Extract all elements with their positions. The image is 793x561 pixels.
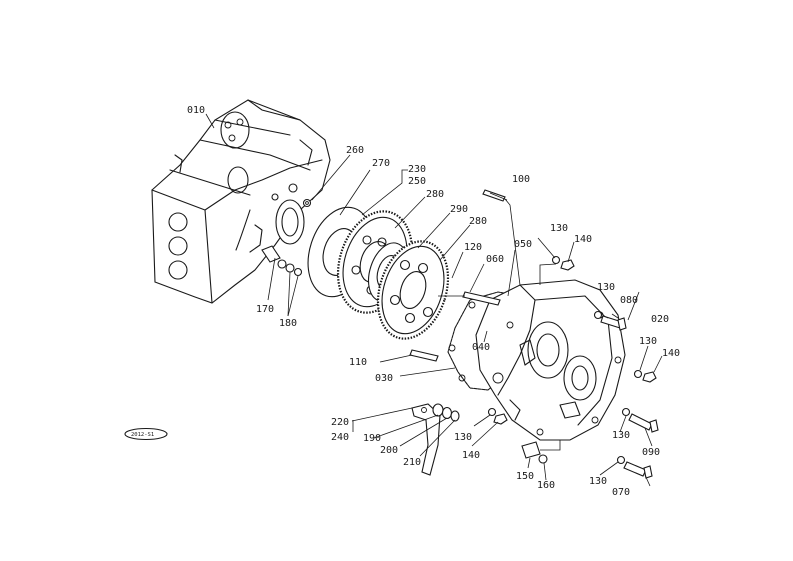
label-280-top: 280 (426, 189, 444, 200)
label-030: 030 (375, 373, 393, 384)
label-250: 250 (408, 176, 426, 187)
label-270: 270 (372, 158, 390, 169)
nut-group-right (633, 369, 657, 383)
nut-group-top (539, 255, 575, 285)
label-170: 170 (256, 304, 274, 315)
label-010: 010 (187, 105, 205, 116)
stud-100 (482, 189, 521, 286)
label-180: 180 (279, 318, 297, 329)
label-190: 190 (363, 433, 381, 444)
leader-lines (205, 113, 663, 487)
bolt-080 (593, 310, 627, 331)
label-140-right: 140 (662, 348, 680, 359)
shaft-parts-170-180 (261, 245, 303, 277)
label-200: 200 (380, 445, 398, 456)
label-260: 260 (346, 145, 364, 156)
label-230: 230 (408, 164, 426, 175)
label-130-lower: 130 (454, 432, 472, 443)
label-050: 050 (514, 239, 532, 250)
label-240: 240 (331, 432, 349, 443)
label-130-bottom: 130 (612, 430, 630, 441)
part-260 (302, 198, 312, 208)
label-150: 150 (516, 471, 534, 482)
label-020: 020 (651, 314, 669, 325)
label-060: 060 (486, 254, 504, 265)
diagram-stamp: 2012-S1 (124, 427, 168, 441)
stud-060 (462, 291, 501, 306)
label-120: 120 (464, 242, 482, 253)
label-130-far: 130 (589, 476, 607, 487)
label-080: 080 (620, 295, 638, 306)
label-220: 220 (331, 417, 349, 428)
label-280: 280 (469, 216, 487, 227)
label-040: 040 (472, 342, 490, 353)
bolt-090 (621, 407, 659, 433)
label-140-lower: 140 (462, 450, 480, 461)
clutch-housing-020 (475, 279, 626, 441)
nut-group-lower (487, 407, 508, 425)
stamp-text: 2012-S1 (131, 432, 154, 438)
label-140-top: 140 (574, 234, 592, 245)
stud-110 (409, 349, 439, 362)
label-070: 070 (612, 487, 630, 498)
label-110: 110 (349, 357, 367, 368)
label-090: 090 (642, 447, 660, 458)
washers-190-200 (432, 403, 460, 422)
bolt-070 (616, 455, 653, 479)
label-160: 160 (537, 480, 555, 491)
label-210: 210 (403, 457, 421, 468)
label-130-top: 130 (550, 223, 568, 234)
label-100: 100 (512, 174, 530, 185)
label-290: 290 (450, 204, 468, 215)
clutch-disc-280 (376, 240, 450, 340)
plug-150-160 (521, 440, 561, 464)
engine-block (151, 99, 331, 304)
label-130-right: 130 (597, 282, 615, 293)
part-labels: 010 260 270 230 250 280 290 280 100 120 … (187, 105, 680, 498)
label-130-mid: 130 (639, 336, 657, 347)
